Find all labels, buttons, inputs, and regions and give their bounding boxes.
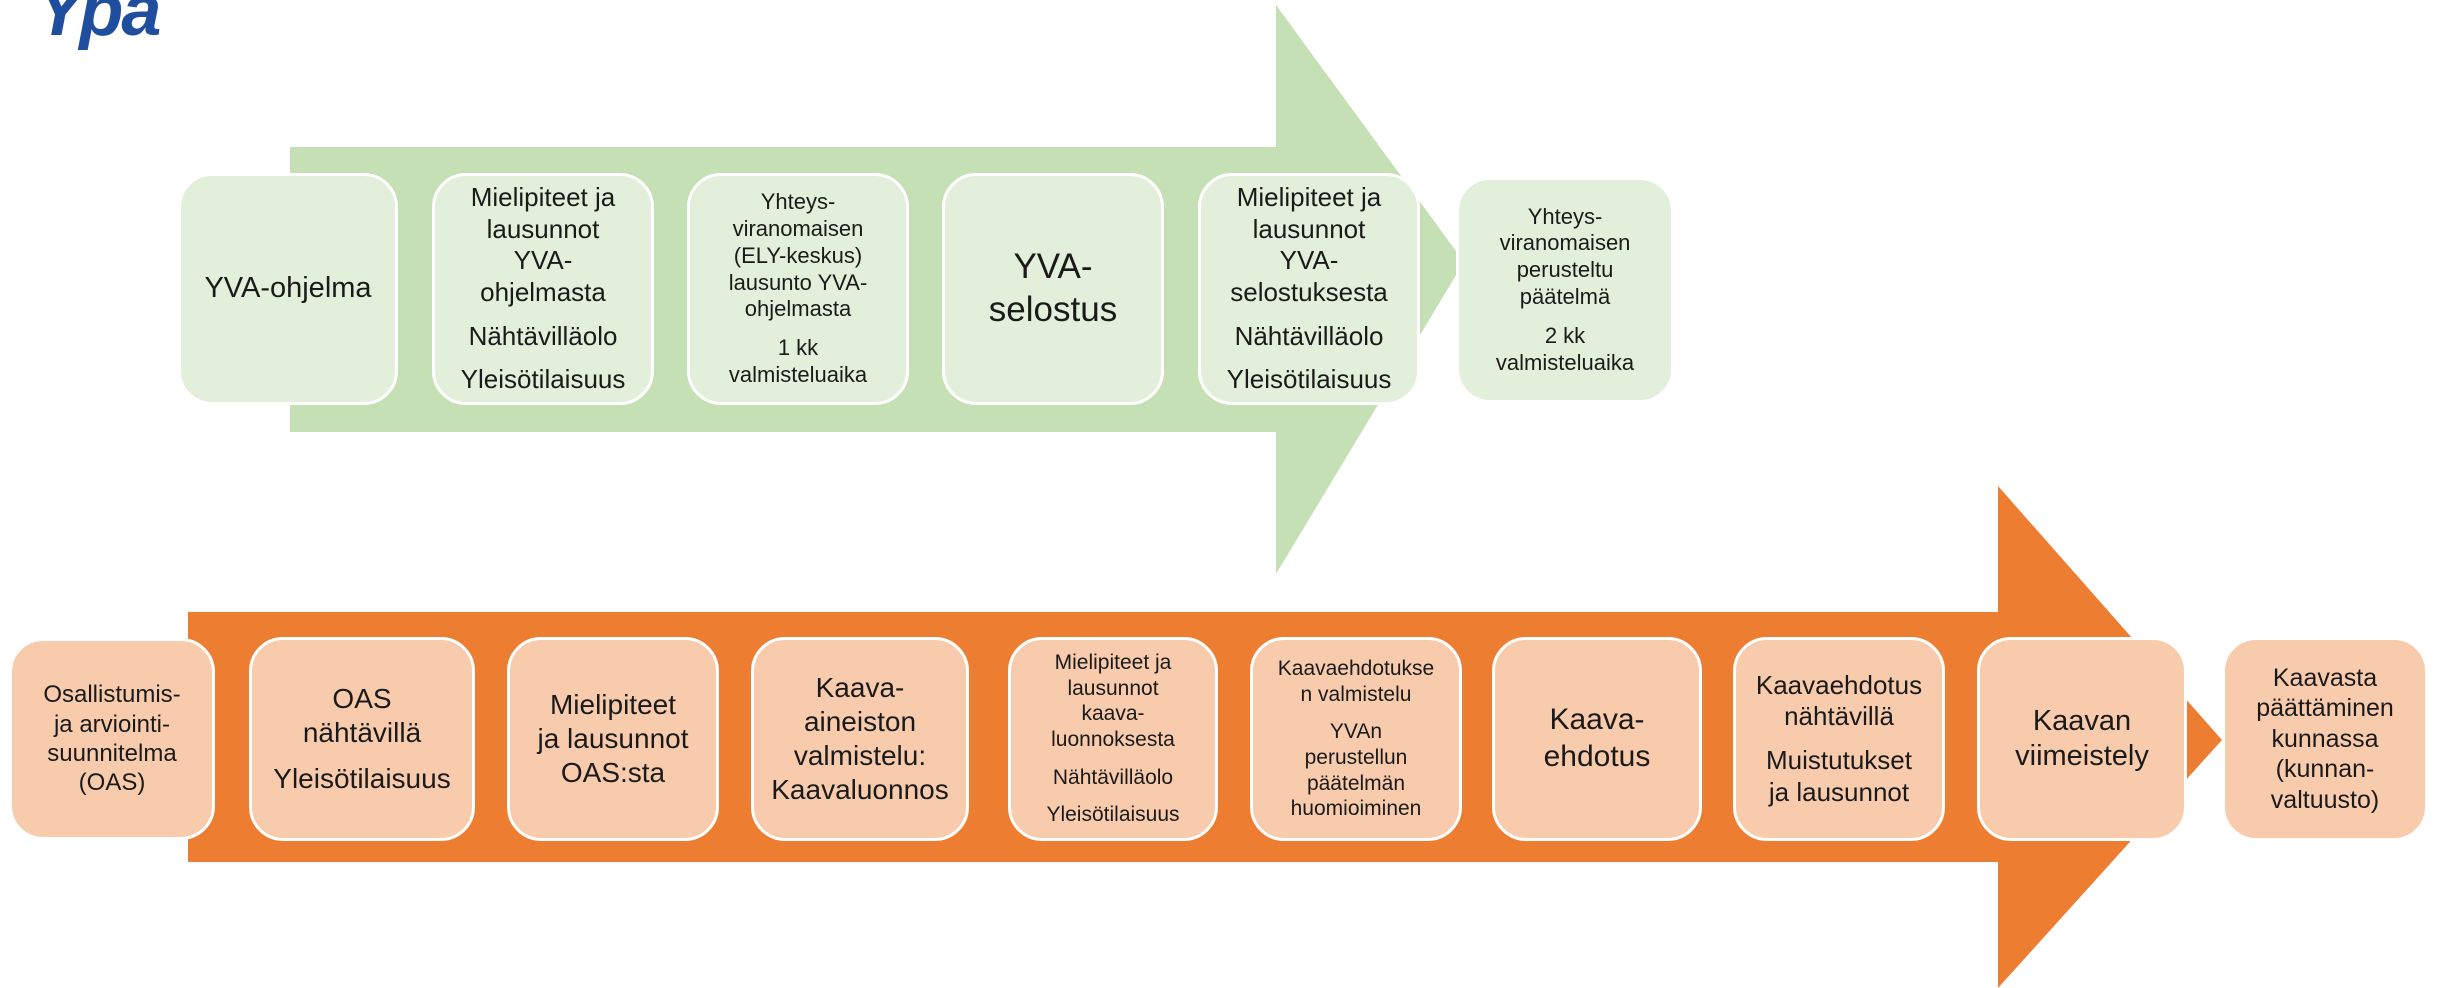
logo: Ypä — [36, 0, 161, 51]
yva-step-text: Nähtävilläolo — [468, 320, 618, 351]
yva-step: Mielipiteet ja lausunnot YVA- ohjelmasta… — [432, 173, 654, 405]
kaava-step: Mielipiteet ja lausunnot OAS:sta — [507, 637, 719, 841]
yva-step-text: Yhteys- viranomaisen (ELY-keskus) lausun… — [728, 189, 868, 322]
kaava-step: Kaavasta päättäminen kunnassa (kunnan- v… — [2222, 637, 2428, 841]
yva-step: YVA- selostus — [942, 173, 1164, 405]
yva-step-text: Nähtävilläolo — [1234, 320, 1384, 351]
kaava-step-text: OAS nähtävillä — [302, 682, 422, 748]
kaava-step: OAS nähtävillä Yleisötilaisuus — [249, 637, 475, 841]
yva-step-text: 2 kk valmisteluaika — [1495, 322, 1635, 375]
kaava-step-text: Osallistumis- ja arviointi- suunnitelma … — [43, 681, 181, 797]
kaava-step: Osallistumis- ja arviointi- suunnitelma … — [9, 638, 215, 840]
yva-step-text: Yleisötilaisuus — [460, 364, 626, 395]
kaava-step-text: Kaavasta päättäminen kunnassa (kunnan- v… — [2256, 663, 2394, 814]
kaava-step: Kaavaehdotus nähtävillä Muistutukset ja … — [1733, 637, 1945, 841]
kaava-step-text: Mielipiteet ja lausunnot OAS:sta — [537, 688, 689, 789]
yva-step-text: Yhteys- viranomaisen perusteltu päätelmä — [1499, 203, 1631, 309]
kaava-step-text: Yleisötilaisuus — [273, 763, 451, 795]
kaava-step-text: Mielipiteet ja lausunnot kaava- luonnoks… — [1051, 651, 1175, 751]
kaava-step-text: Nähtävilläolo — [1052, 765, 1174, 789]
kaava-step: Kaava- ehdotus — [1492, 637, 1702, 841]
yva-step-text: 1 kk valmisteluaika — [728, 335, 868, 388]
yva-step-text: Mielipiteet ja lausunnot YVA- selostukse… — [1230, 181, 1388, 307]
kaava-step-text: Kaava- ehdotus — [1543, 703, 1651, 773]
kaava-step-text: Kaavan viimeistely — [2015, 704, 2149, 772]
kaava-step: Kaavaehdotukse n valmistelu YVAn peruste… — [1250, 637, 1462, 841]
yva-step: Yhteys- viranomaisen (ELY-keskus) lausun… — [687, 173, 909, 405]
kaava-step-text: Yleisötilaisuus — [1046, 803, 1180, 827]
kaava-step: Kaavan viimeistely — [1977, 637, 2187, 841]
yva-step: Yhteys- viranomaisen perusteltu päätelmä… — [1456, 177, 1674, 403]
kaava-step: Mielipiteet ja lausunnot kaava- luonnoks… — [1008, 637, 1218, 841]
kaava-step-text: YVAn perustellun päätelmän huomioiminen — [1290, 720, 1422, 821]
yva-step-text: YVA-ohjelma — [204, 272, 372, 305]
yva-step-text: Mielipiteet ja lausunnot YVA- ohjelmasta — [470, 181, 616, 307]
yva-step: Mielipiteet ja lausunnot YVA- selostukse… — [1198, 173, 1420, 405]
kaava-step-text: Kaavaehdotukse n valmistelu — [1277, 657, 1435, 706]
yva-step: YVA-ohjelma — [178, 173, 398, 405]
kaava-step-text: Muistutukset ja lausunnot — [1766, 745, 1912, 807]
kaava-step-text: Kaavaehdotus nähtävillä — [1755, 669, 1923, 732]
yva-step-text: YVA- selostus — [988, 247, 1118, 329]
yva-step-text: Yleisötilaisuus — [1226, 364, 1392, 395]
kaava-step-text: Kaava- aineiston valmistelu: Kaavaluonno… — [771, 671, 949, 806]
kaava-step: Kaava- aineiston valmistelu: Kaavaluonno… — [751, 637, 969, 841]
